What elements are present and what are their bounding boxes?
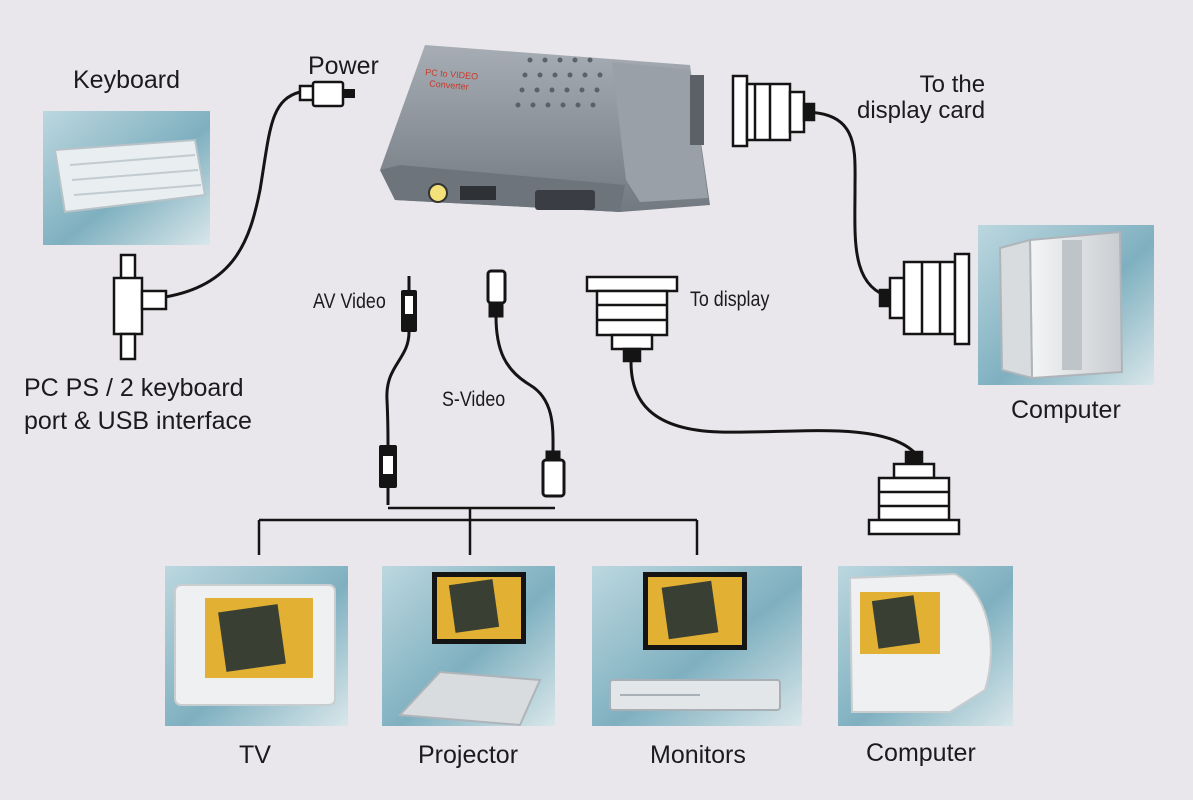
s-video-plug-top-icon [486, 269, 507, 318]
monitors-label: Monitors [650, 741, 746, 769]
to-display-label: To display [690, 288, 770, 311]
projector-photo [382, 566, 555, 727]
power-label: Power [308, 52, 379, 80]
projector-label: Projector [418, 741, 519, 769]
converter-badge: PC to VIDEO Converter [424, 67, 481, 93]
converter-badge-line-1: PC to VIDEO [425, 67, 479, 82]
tv-photo [165, 566, 348, 726]
keyboard-label: Keyboard [73, 66, 181, 94]
svideo-port-icon [460, 186, 496, 200]
tv-label: TV [239, 741, 271, 769]
av-plug-top-icon [401, 290, 417, 332]
to-display-card-label: To the display card [857, 71, 986, 125]
speaker-grille [515, 57, 603, 108]
vga-connector-display-icon [585, 275, 679, 363]
s-video-plug-bottom-icon [541, 450, 566, 498]
distribution-bracket [257, 506, 699, 555]
av-video-label: AV Video [313, 290, 386, 313]
vga-connector-monitor-icon [867, 450, 961, 536]
s-video-label: S-Video [442, 388, 506, 411]
monitors-photo [592, 566, 802, 726]
computer-tower-photo [978, 225, 1154, 385]
projector-icon [397, 670, 542, 727]
computer-right-label: Computer [1011, 396, 1121, 424]
power-cable [164, 90, 301, 299]
keyboard-icon [53, 138, 207, 214]
av-plug-bottom-icon [379, 445, 397, 488]
av-video-cable [385, 276, 411, 505]
ps2-splitter-icon [112, 253, 168, 361]
computer-monitor-photo [838, 566, 1013, 726]
av-port-icon [428, 183, 448, 203]
converter-box: PC to VIDEO Converter [380, 45, 710, 212]
vga-connector-top-icon [731, 74, 816, 148]
keyboard-photo [43, 111, 210, 245]
converter-badge-line-2: Converter [429, 78, 469, 91]
power-plug-icon [298, 80, 355, 108]
vga-out-port-icon [535, 190, 595, 210]
pc-tower-icon [998, 230, 1124, 380]
computer-bottom-label: Computer [866, 739, 976, 767]
vga-in-port-icon [690, 75, 704, 145]
to-display-cable [629, 361, 916, 454]
display-card-cable [802, 110, 896, 300]
ps2-port-label: PC PS / 2 keyboard port & USB interface [24, 374, 252, 435]
s-video-cable [494, 315, 555, 453]
vga-connector-computer-icon [878, 252, 971, 346]
